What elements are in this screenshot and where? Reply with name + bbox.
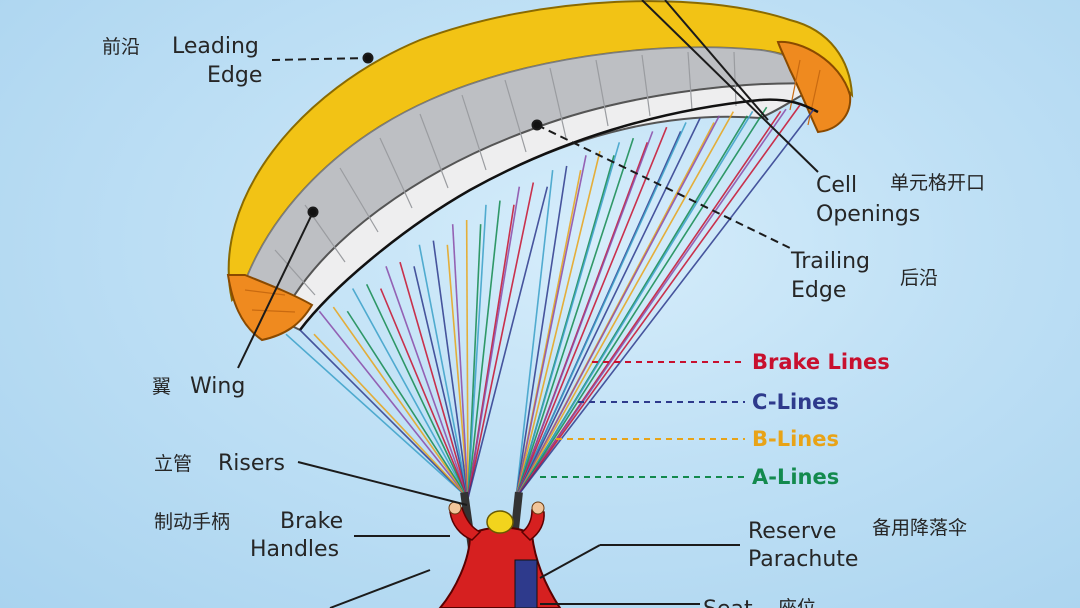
suspension-line xyxy=(365,283,469,499)
pilot-helmet xyxy=(486,510,514,534)
right-wingtip xyxy=(776,40,852,134)
suspension-line xyxy=(432,240,469,499)
suspension-line xyxy=(515,106,768,499)
suspension-line xyxy=(332,306,469,499)
risers-en: Risers xyxy=(218,451,285,476)
wing-leader xyxy=(237,211,314,369)
trailing-edge-leader xyxy=(536,124,791,249)
suspension-line xyxy=(467,200,501,499)
suspension-line xyxy=(346,310,469,499)
leading-edge-cn: 前沿 xyxy=(102,36,140,58)
suspension-line xyxy=(515,126,668,499)
suspension-line xyxy=(467,204,487,499)
reserve-en-2: Parachute xyxy=(748,547,858,572)
cell-ribs xyxy=(274,51,737,296)
reserve-en-1: Reserve xyxy=(748,519,836,544)
seat-en: Seat xyxy=(703,597,753,608)
suspension-line xyxy=(515,108,787,499)
suspension-line xyxy=(515,111,735,499)
suspension-lines xyxy=(285,104,815,499)
suspension-line xyxy=(515,131,654,499)
wing-cn: 翼 xyxy=(152,376,171,398)
suspension-line xyxy=(467,182,535,499)
c-lines-label: C-Lines xyxy=(752,390,839,414)
reserve-cn: 备用降落伞 xyxy=(872,517,967,539)
pilot xyxy=(438,501,562,608)
wing-en: Wing xyxy=(190,374,245,399)
leader-lines xyxy=(237,0,819,608)
pilot-left-arm xyxy=(449,507,482,541)
extra-leader xyxy=(329,569,431,608)
suspension-line xyxy=(515,165,568,499)
reserve-pack xyxy=(514,559,538,608)
pilot-hand-right xyxy=(531,501,545,515)
cell-openings-cn: 单元格开口 xyxy=(890,172,985,194)
suspension-line xyxy=(413,266,469,499)
suspension-line xyxy=(418,244,469,499)
risers-leader xyxy=(297,461,468,506)
trailing-edge-en-1: Trailing xyxy=(790,249,870,274)
suspension-line xyxy=(285,333,469,499)
suspension-line xyxy=(515,115,721,499)
suspension-line xyxy=(515,110,754,499)
brake-handles-en-2: Handles xyxy=(250,537,339,562)
suspension-line xyxy=(515,108,815,499)
labels: 前沿 Leading Edge Cell Openings 单元格开口 Trai… xyxy=(102,34,985,608)
cell-openings-leader-1 xyxy=(641,0,819,173)
trailing-edge-en-2: Edge xyxy=(791,278,846,303)
cell-openings-en-2: Openings xyxy=(816,202,920,227)
suspension-line xyxy=(451,224,469,499)
suspension-line xyxy=(351,288,469,499)
cell-openings-en-1: Cell xyxy=(816,173,857,198)
suspension-line xyxy=(385,266,469,499)
suspension-line xyxy=(467,186,549,499)
suspension-line xyxy=(467,186,521,499)
seat-cn: 座位 xyxy=(778,597,816,608)
cell-openings-leader-2 xyxy=(664,0,769,121)
suspension-line xyxy=(399,261,469,499)
risers-cn: 立管 xyxy=(154,453,192,475)
suspension-line xyxy=(465,219,469,499)
suspension-line xyxy=(515,150,601,499)
trailing-edge-cn: 后沿 xyxy=(900,267,938,289)
pilot-right-arm xyxy=(520,509,545,541)
b-lines-label: B-Lines xyxy=(752,427,839,451)
suspension-line xyxy=(515,104,801,499)
left-wingtip xyxy=(226,274,314,342)
suspension-line xyxy=(379,288,469,499)
suspension-line xyxy=(318,310,469,499)
brake-handles-en-1: Brake xyxy=(280,509,343,534)
suspension-line xyxy=(515,122,687,499)
suspension-line xyxy=(515,170,554,499)
suspension-line xyxy=(446,244,469,499)
brake-lines-label: Brake Lines xyxy=(752,350,890,374)
trailing-edge-line xyxy=(299,98,819,331)
suspension-line xyxy=(515,142,621,499)
line-type-leaders xyxy=(540,361,745,478)
leading-edge-en-2: Edge xyxy=(207,63,262,88)
suspension-line xyxy=(313,333,469,499)
suspension-line xyxy=(515,117,701,499)
suspension-line xyxy=(515,155,587,499)
a-lines-label: A-Lines xyxy=(752,465,839,489)
suspension-line xyxy=(515,137,635,499)
pilot-body xyxy=(438,526,562,608)
leading-edge-en-1: Leading xyxy=(172,34,259,59)
brake-handles-cn: 制动手柄 xyxy=(154,511,230,533)
leading-edge-leader xyxy=(271,57,369,61)
suspension-line xyxy=(299,329,469,499)
